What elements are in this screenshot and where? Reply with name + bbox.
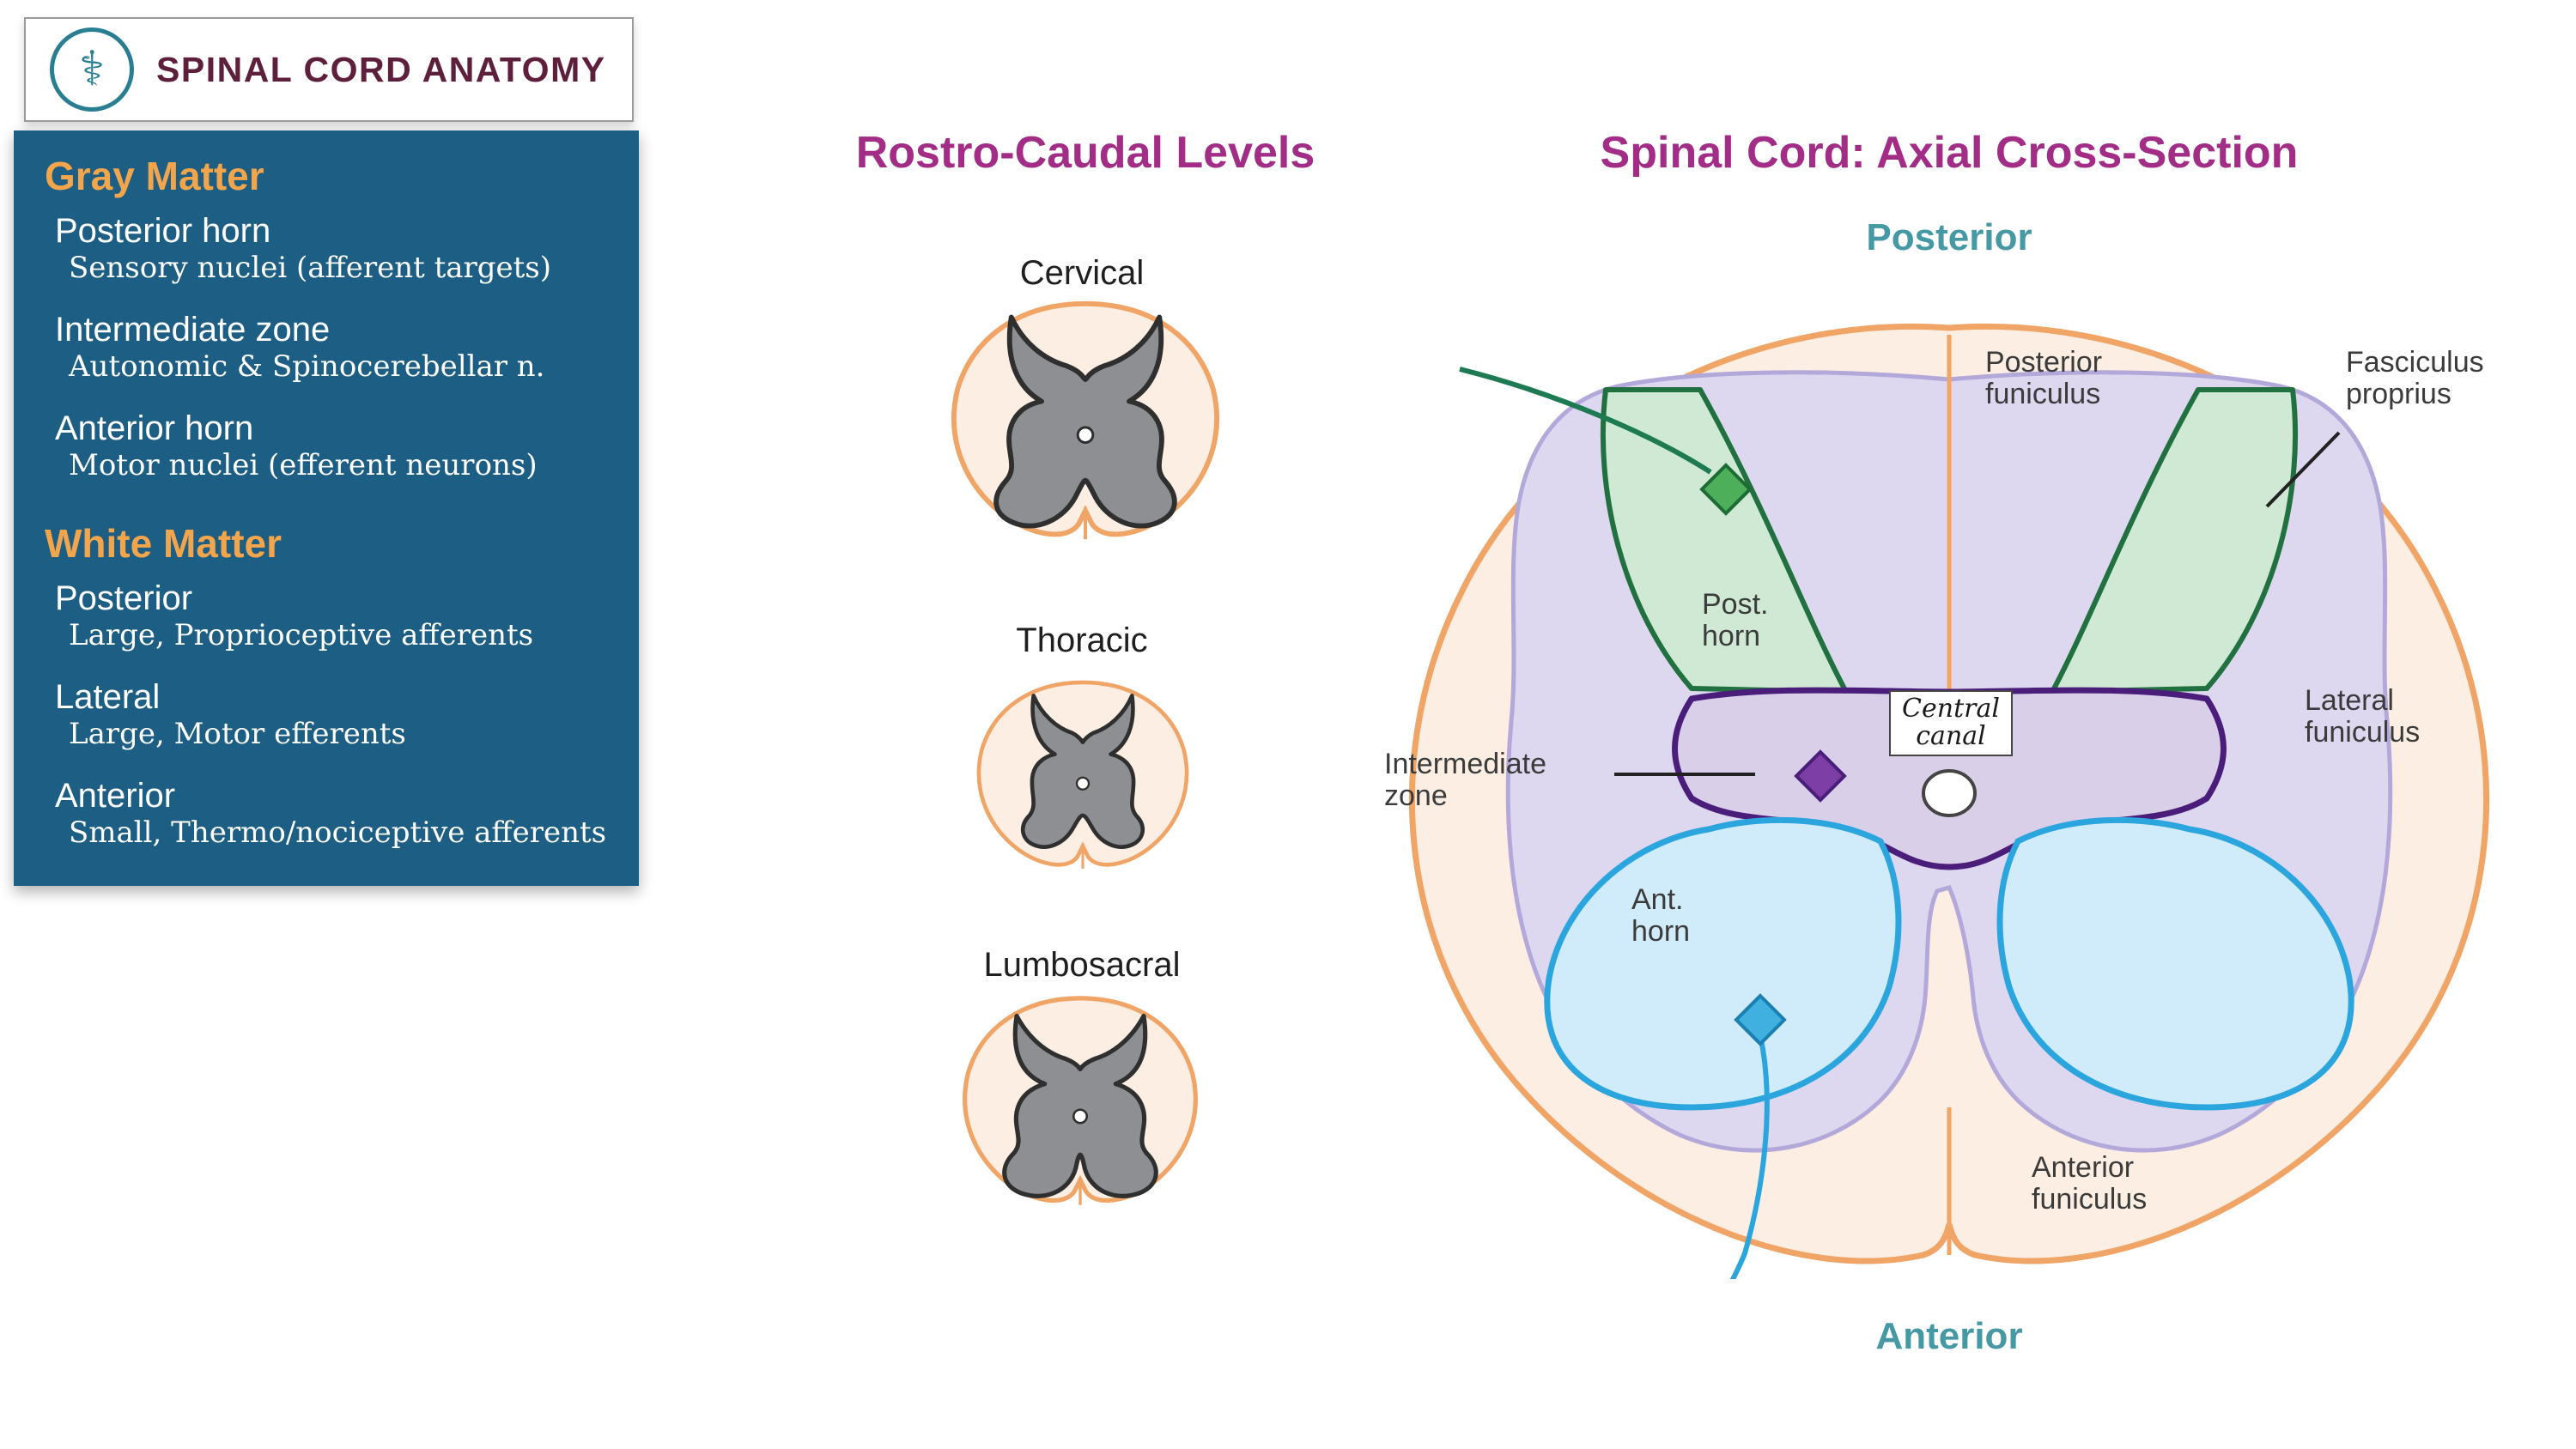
anterior-funiculus-label: Anterior funiculus [2032, 1151, 2148, 1216]
anterior-horn-left-region [1544, 816, 1902, 1111]
cross-section-title: Spinal Cord: Axial Cross-Section [1600, 128, 2299, 178]
anterior-horn-right-region [1996, 816, 2354, 1111]
cervical-central-canal [1076, 426, 1095, 445]
thoracic-section-diagram [976, 680, 1189, 869]
legend-item-detail: Autonomic & Spinocerebellar n. [69, 349, 545, 384]
lumbosacral-central-canal [1072, 1108, 1089, 1125]
legend-heading-white-matter: White Matter [45, 521, 282, 567]
legend-item-anterior: Anterior Small, Thermo/nociceptive affer… [55, 776, 608, 851]
ant-horn-label: Ant. horn [1631, 883, 1691, 949]
motor-nucleus-marker [1734, 993, 1787, 1046]
legend-item-label: Lateral [55, 678, 161, 717]
header: ⚕ SPINAL CORD ANATOMY [24, 17, 634, 122]
legend-item-intermediate-zone: Intermediate zone Autonomic & Spinocereb… [55, 310, 608, 385]
legend-item-label: Anterior [55, 776, 176, 815]
legend-item-detail: Motor nuclei (efferent neurons) [69, 447, 538, 482]
legend-item-lateral: Lateral Large, Motor efferents [55, 677, 608, 752]
legend-item-detail: Large, Motor efferents [69, 717, 406, 752]
legend-item-label: Intermediate zone [55, 310, 331, 349]
legend-item-detail: Small, Thermo/nociceptive afferents [69, 815, 607, 850]
lateral-funiculus-label: Lateral funiculus [2305, 684, 2421, 749]
thoracic-gray-matter [1021, 694, 1145, 849]
caduceus-icon: ⚕ [50, 27, 134, 112]
posterior-funiculus-label: Posterior funiculus [1985, 346, 2103, 411]
intermediate-zone-label: Intermediate zone [1384, 748, 1546, 813]
efferent-fiber [1729, 1034, 1770, 1279]
autonomic-nucleus-marker [1794, 749, 1847, 803]
sensory-nucleus-marker [1699, 463, 1753, 516]
legend-item-posterior: Posterior Large, Proprioceptive afferent… [55, 579, 608, 653]
legend-item-anterior-horn: Anterior horn Motor nuclei (efferent neu… [55, 409, 608, 483]
legend-item-label: Posterior horn [55, 212, 271, 250]
legend-item-detail: Sensory nuclei (afferent targets) [69, 251, 552, 285]
levels-title: Rostro-Caudal Levels [855, 128, 1315, 178]
central-canal [1922, 769, 1977, 817]
lumbosacral-label: Lumbosacral [983, 946, 1181, 984]
caduceus-glyph: ⚕ [78, 41, 106, 97]
orientation-anterior-label: Anterior [1875, 1315, 2023, 1357]
post-horn-label: Post. horn [1702, 588, 1769, 653]
legend-item-posterior-horn: Posterior horn Sensory nuclei (afferent … [55, 211, 608, 286]
thoracic-label: Thoracic [1016, 621, 1148, 659]
cervical-gray-matter [993, 314, 1177, 529]
axial-cross-section-diagram [1408, 323, 2490, 1279]
cervical-section-diagram [951, 300, 1219, 540]
legend-item-label: Posterior [55, 579, 193, 618]
legend-heading-gray-matter: Gray Matter [45, 154, 264, 198]
cervical-label: Cervical [1019, 254, 1145, 292]
fasciculus-proprius-label: Fasciculus proprius [2346, 346, 2484, 411]
legend-item-detail: Large, Proprioceptive afferents [69, 618, 534, 653]
legend-item-label: Anterior horn [55, 409, 254, 447]
orientation-posterior-label: Posterior [1866, 216, 2032, 258]
lumbosacral-gray-matter [1002, 1013, 1158, 1198]
page-title: SPINAL CORD ANATOMY [156, 49, 606, 89]
thoracic-central-canal [1075, 776, 1091, 791]
legend-panel: Gray Matter Posterior horn Sensory nucle… [14, 130, 639, 886]
lumbosacral-section-diagram [963, 996, 1198, 1205]
fasciculus-proprius-pointer [2265, 431, 2341, 508]
afferent-fiber [1459, 367, 1712, 475]
central-canal-label: Central canal [1889, 690, 2013, 756]
